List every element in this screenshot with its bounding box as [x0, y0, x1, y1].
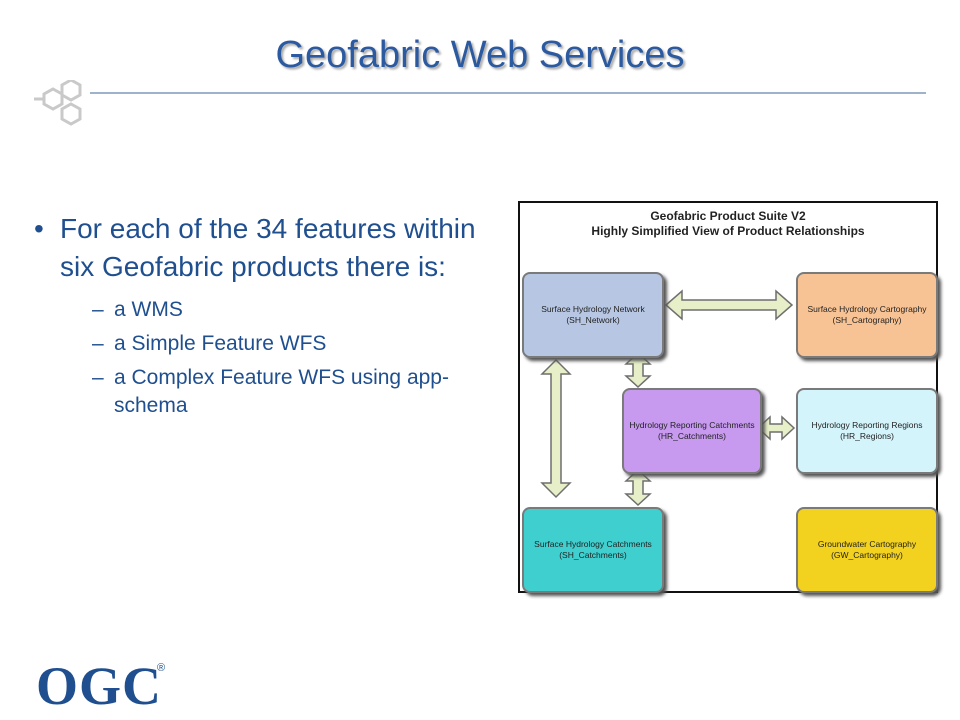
box-sh-cartography-code: (SH_Cartography): [832, 315, 902, 325]
ogc-logo: OGC: [36, 656, 163, 716]
diagram-subtitle: Highly Simplified View of Product Relati…: [591, 224, 865, 238]
box-hr-catchments: Hydrology Reporting Catchments (HR_Catch…: [622, 388, 762, 474]
box-sh-catchments-name: Surface Hydrology Catchments: [534, 539, 652, 549]
box-sh-catchments: Surface Hydrology Catchments (SH_Catchme…: [522, 507, 664, 593]
sub-bullet-list: a WMS a Simple Feature WFS a Complex Fea…: [34, 296, 494, 420]
box-hr-catchments-code: (HR_Catchments): [657, 431, 727, 441]
sub-bullet-wms: a WMS: [92, 296, 494, 324]
box-sh-network-name: Surface Hydrology Network: [541, 304, 645, 314]
box-sh-cartography-name: Surface Hydrology Cartography: [807, 304, 927, 314]
box-hr-regions: Hydrology Reporting Regions (HR_Regions): [796, 388, 938, 474]
arrow-hr-catchments-regions: [756, 415, 796, 441]
arrow-network-hr-catchments: [624, 351, 652, 389]
arrow-network-catchments-vertical: [540, 358, 572, 499]
title-rule: [90, 92, 926, 94]
box-hr-regions-code: (HR_Regions): [840, 431, 894, 441]
sub-bullet-complex-wfs: a Complex Feature WFS using app-schema: [92, 364, 494, 420]
box-hr-catchments-name: Hydrology Reporting Catchments: [629, 420, 755, 430]
bullet-main-text: For each of the 34 features within six G…: [34, 210, 494, 286]
product-relationship-diagram: Geofabric Product Suite V2 Highly Simpli…: [518, 201, 938, 593]
bullet-list: For each of the 34 features within six G…: [34, 210, 494, 426]
box-sh-catchments-code: (SH_Catchments): [559, 550, 627, 560]
box-sh-cartography: Surface Hydrology Cartography (SH_Cartog…: [796, 272, 938, 358]
box-gw-cartography-name: Groundwater Cartography: [817, 539, 917, 549]
box-hr-regions-name: Hydrology Reporting Regions: [811, 420, 923, 430]
box-gw-cartography-code: (GW_Cartography): [831, 550, 903, 560]
slide-title: Geofabric Web Services: [275, 34, 685, 76]
hexagon-cluster-icon: [34, 80, 82, 126]
diagram-title: Geofabric Product Suite V2: [650, 209, 806, 223]
relationship-arrows: [540, 289, 796, 507]
arrow-network-cartography: [664, 289, 794, 321]
box-sh-network-code: (SH_Network): [566, 315, 620, 325]
registered-mark: ®: [157, 662, 166, 674]
arrow-hr-catchments-sh-catchments: [624, 468, 652, 507]
box-gw-cartography: Groundwater Cartography (GW_Cartography): [796, 507, 938, 593]
box-sh-network: Surface Hydrology Network (SH_Network): [522, 272, 664, 358]
sub-bullet-simple-wfs: a Simple Feature WFS: [92, 330, 494, 358]
